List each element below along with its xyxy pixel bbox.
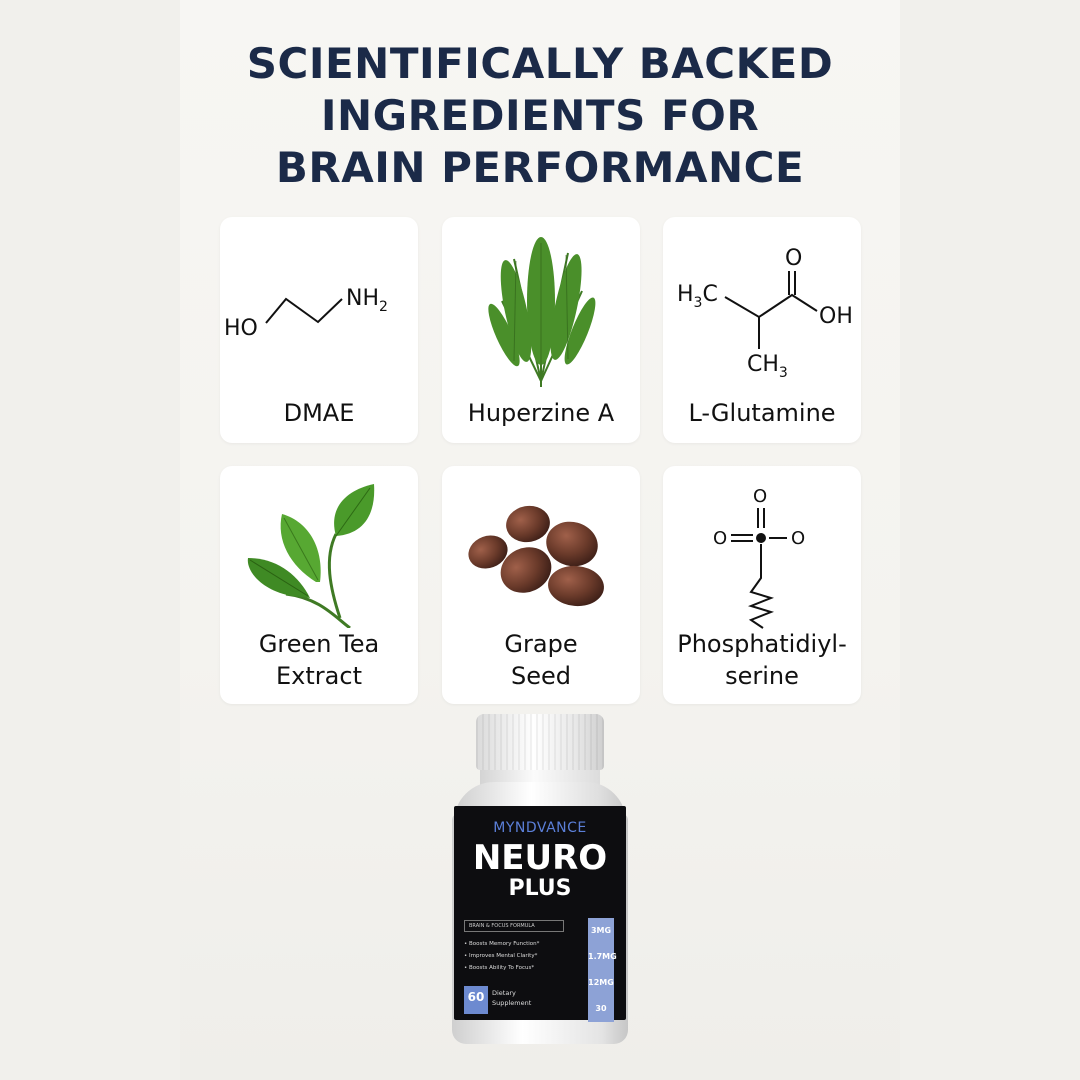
- product-name-line-2: PLUS: [508, 876, 572, 901]
- ingredient-name-line-2: Extract: [276, 662, 362, 690]
- glutamine-oh-label: OH: [819, 304, 853, 329]
- club-moss-icon: [488, 237, 596, 387]
- ingredient-name: Grape Seed: [442, 628, 640, 692]
- headline-line-1: SCIENTIFICALLY BACKED: [246, 39, 834, 88]
- benefit-item: • Boosts Ability To Focus*: [464, 965, 535, 971]
- benefit-item: • Improves Mental Clarity*: [464, 953, 538, 959]
- benefit-list: • Boosts Memory Function* • Improves Men…: [464, 938, 574, 974]
- brand-name: MYNDVANCE: [493, 820, 587, 836]
- benefit-item: • Boosts Memory Function*: [464, 941, 540, 947]
- page-headline: SCIENTIFICALLY BACKED INGREDIENTS FOR BR…: [180, 38, 900, 194]
- ingredient-name-line-1: Phosphatidiyl-: [677, 630, 847, 658]
- glutamine-h3c-label: H3C: [677, 282, 718, 311]
- supplement-tag: Dietary Supplement: [492, 989, 532, 1007]
- dmae-structure-icon: HO NH2: [224, 286, 388, 341]
- ingredient-card-dmae: HO NH2 DMAE: [220, 217, 418, 443]
- ingredient-card-phosphatidylserine: O O O Phosphatidiyl- serine: [663, 466, 861, 704]
- ingredient-name-line-2: Seed: [511, 662, 571, 690]
- dose-column: 3MG 1.7MG 12MG 30: [588, 918, 617, 1022]
- l-glutamine-structure-icon: O H3C OH CH3: [677, 246, 853, 381]
- product-bottle: MYNDVANCE NEURO PLUS BRAIN & FOCUS FORMU…: [450, 714, 630, 1054]
- dose-value: 12MG: [588, 978, 614, 987]
- formula-tag: BRAIN & FOCUS FORMULA: [464, 920, 564, 932]
- ingredient-name: Phosphatidiyl- serine: [663, 628, 861, 692]
- phosphate-group-icon: O O O: [713, 486, 805, 629]
- green-tea-leaf-icon: [247, 484, 375, 628]
- ingredient-card-grape-seed: Grape Seed: [442, 466, 640, 704]
- ingredient-name: L-Glutamine: [688, 399, 836, 427]
- ingredient-name-line-1: Grape: [504, 630, 578, 658]
- ingredient-name-line-2: serine: [725, 662, 799, 690]
- ingredient-card-l-glutamine: O H3C OH CH3 L-Glutamine: [663, 217, 861, 443]
- phosphate-o-right-label: O: [791, 528, 805, 549]
- dose-value: 30: [595, 1004, 607, 1013]
- ingredient-card-huperzine: Huperzine A: [442, 217, 640, 443]
- headline-line-3: BRAIN PERFORMANCE: [275, 143, 805, 192]
- dose-value: 1.7MG: [588, 952, 617, 961]
- phosphate-o-top-label: O: [753, 486, 767, 507]
- dmae-nh2-label: NH2: [346, 286, 388, 315]
- bottle-cap: [476, 714, 604, 770]
- headline-line-2: INGREDIENTS FOR: [320, 91, 760, 140]
- capsule-count: 60: [464, 986, 488, 1014]
- dose-value: 3MG: [590, 926, 612, 935]
- ingredient-name: Huperzine A: [467, 399, 615, 427]
- ingredient-name: DMAE: [283, 399, 355, 427]
- ingredient-name-line-1: Green Tea: [258, 630, 380, 658]
- dmae-oh-label: HO: [224, 316, 258, 341]
- bottle-label: MYNDVANCE NEURO PLUS BRAIN & FOCUS FORMU…: [454, 806, 626, 1022]
- phosphate-o-left-label: O: [713, 528, 727, 549]
- glutamine-o-label: O: [785, 246, 802, 271]
- grape-seeds-icon: [468, 505, 604, 607]
- glutamine-ch3-label: CH3: [747, 352, 788, 381]
- ingredient-name: Green Tea Extract: [220, 628, 418, 692]
- product-name-line-1: NEURO: [472, 838, 608, 878]
- ingredient-card-green-tea: Green Tea Extract: [220, 466, 418, 704]
